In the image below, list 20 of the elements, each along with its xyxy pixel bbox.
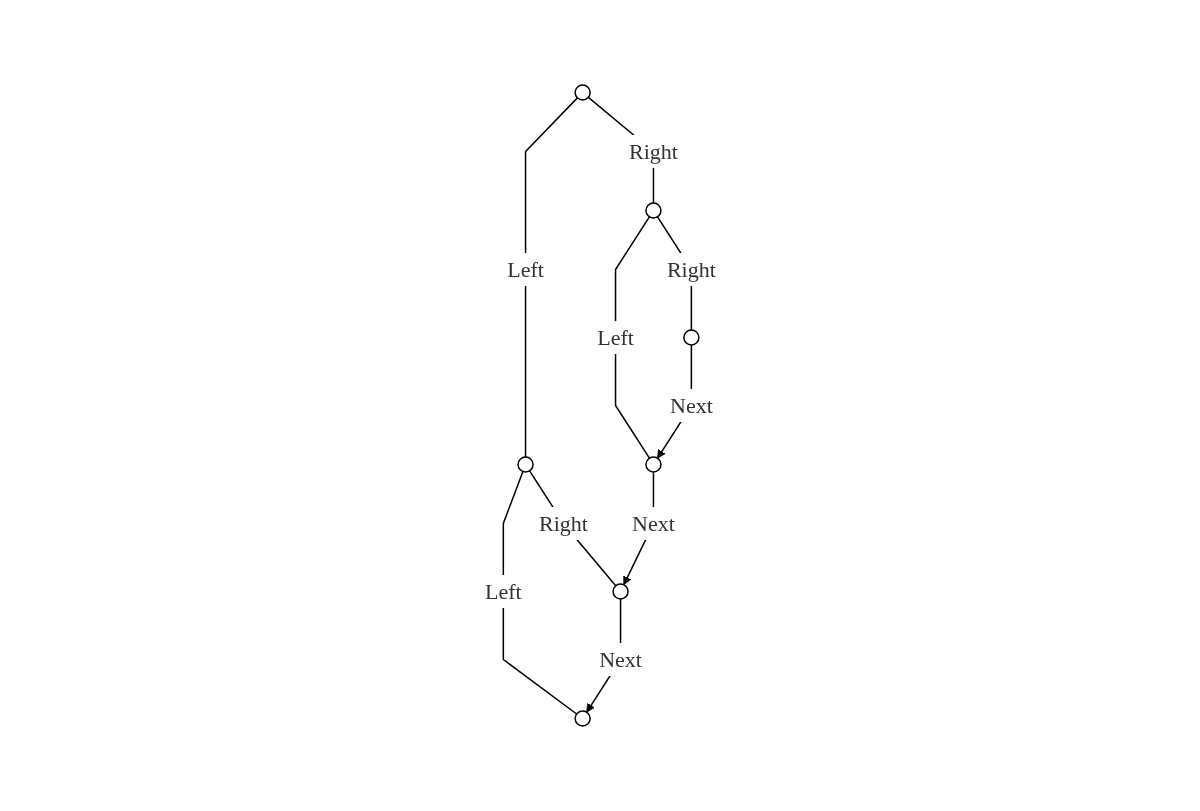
- edge-label: Left: [596, 324, 634, 350]
- edge-label: Right: [538, 510, 588, 536]
- connector: [502, 470, 577, 715]
- node-circle: [682, 329, 700, 346]
- node-circle: [573, 84, 591, 101]
- node-circle: [611, 583, 629, 600]
- edge-label: Next: [598, 646, 642, 672]
- node-circle: [644, 202, 662, 219]
- edge-label: Next: [669, 392, 713, 418]
- connector: [528, 470, 617, 587]
- node-circle: [644, 456, 662, 473]
- node-circle: [573, 710, 591, 727]
- connector: [524, 97, 578, 458]
- edge-label: Next: [631, 510, 675, 536]
- edge-label: Right: [666, 257, 716, 282]
- edge-label: Left: [484, 578, 522, 604]
- edge-label: Right: [628, 139, 678, 164]
- edge-label: Left: [506, 257, 544, 282]
- node-circle: [516, 456, 534, 473]
- connector: [614, 216, 650, 459]
